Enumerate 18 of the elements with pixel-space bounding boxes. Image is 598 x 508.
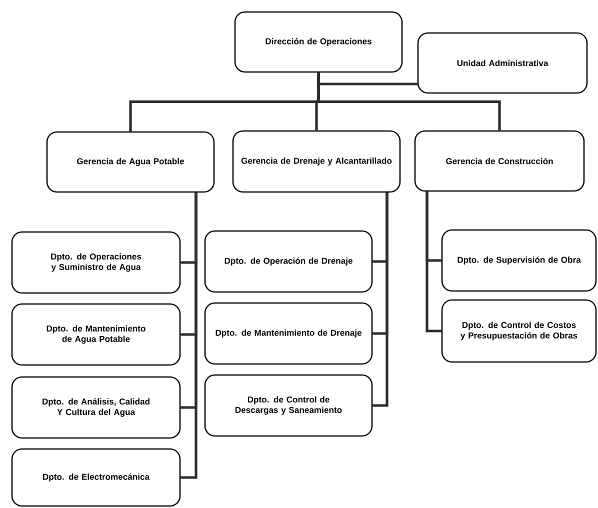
org-box: Dpto. de Operación de Drenaje	[204, 230, 373, 293]
org-box: Dpto. de Análisis, Calidad Y Cultura del Agua	[11, 376, 181, 439]
org-box: Gerencia de Construcción	[414, 130, 585, 192]
connector-line	[426, 192, 442, 332]
org-box: Dpto. de Mantenimiento de Drenaje	[204, 302, 373, 365]
connector-line	[372, 192, 388, 407]
org-box: Gerencia de Agua Potable	[46, 131, 215, 193]
org-box: Dirección de Operaciones	[234, 11, 403, 73]
org-box: Dpto. de Operaciones y Suministro de Agua	[11, 231, 181, 294]
connector-line	[317, 72, 501, 130]
org-box: Gerencia de Drenaje y Alcantarillado	[232, 130, 401, 193]
org-box: Dpto. de Supervisión de Obra	[441, 229, 597, 292]
org-box: Dpto. de Mantenimiento de Agua Potable	[11, 303, 181, 366]
org-box: Dpto. de Control de Costos y Presupuestación de Obras	[441, 299, 597, 363]
connector-line	[180, 192, 198, 479]
org-box: Dpto. de Control de Descargas y Saneamiento	[204, 374, 373, 437]
org-box: Unidad Administrativa	[417, 32, 588, 94]
org-box: Dpto. de Electromecánica	[11, 448, 181, 507]
